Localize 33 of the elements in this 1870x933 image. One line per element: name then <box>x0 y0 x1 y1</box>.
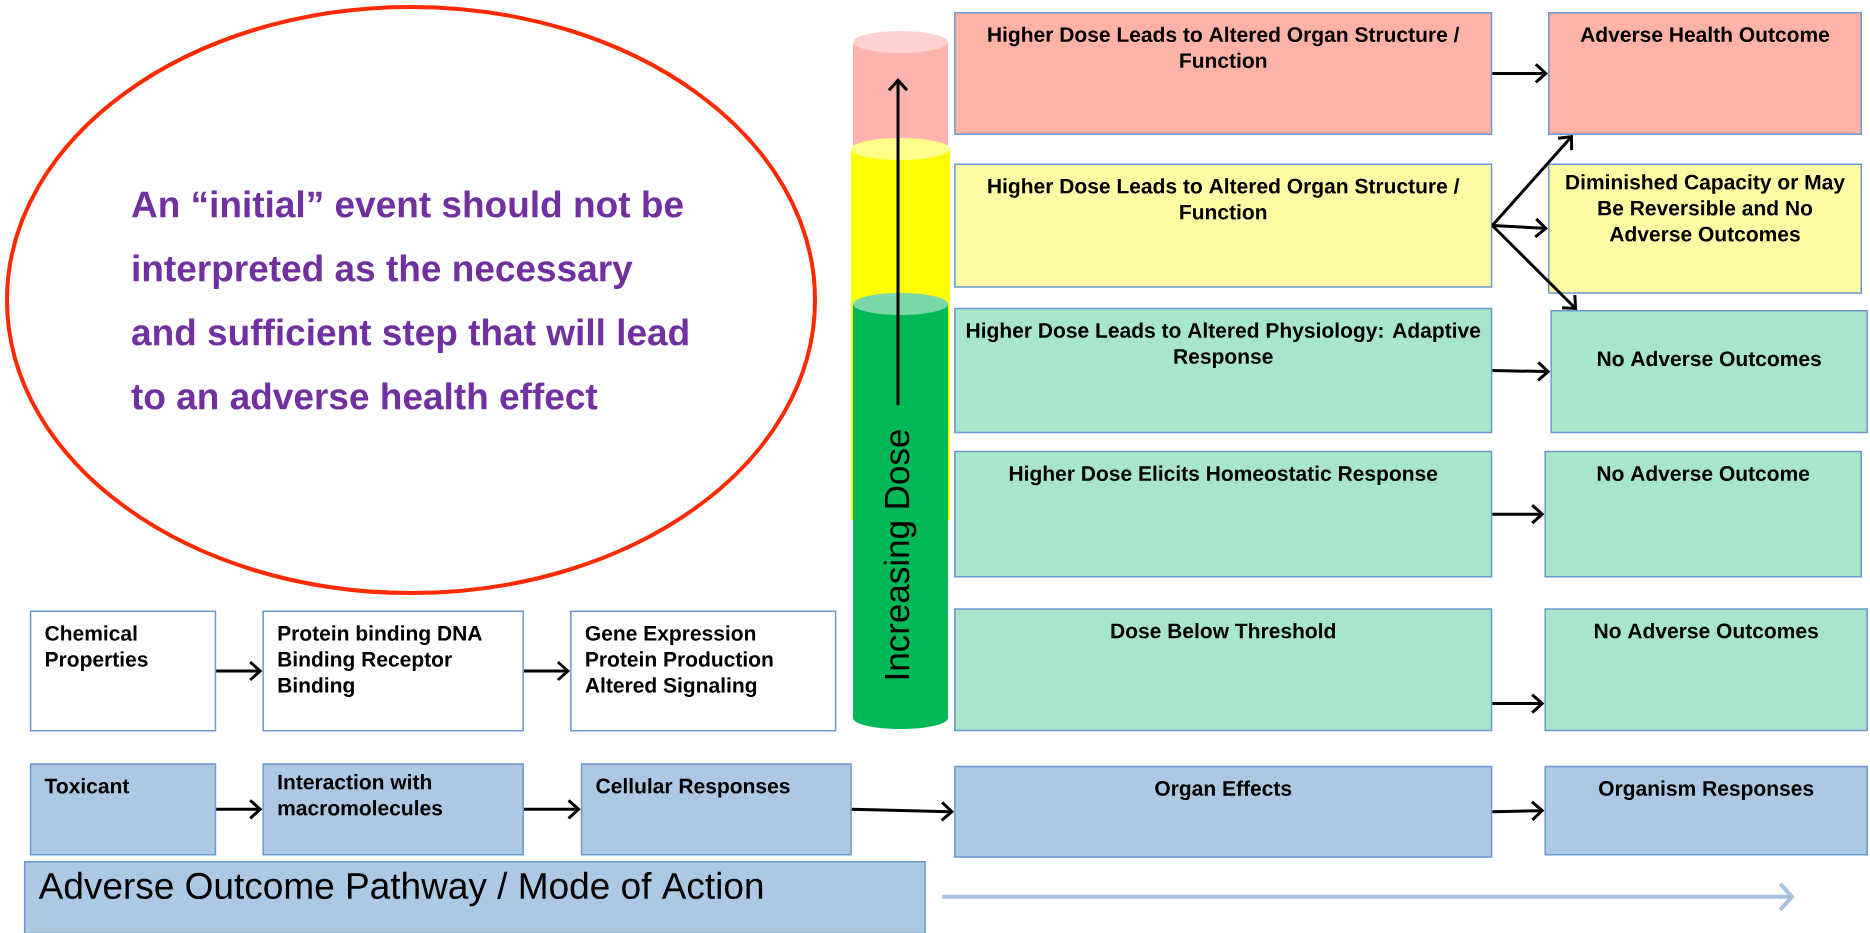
stage-box: Organism Responses <box>1544 765 1868 856</box>
arrow <box>1492 63 1548 84</box>
outcome-box: No Adverse Outcomes <box>1544 608 1868 732</box>
banner-box: Adverse Outcome Pathway / Mode of Action <box>23 861 926 933</box>
outcome-box: No Adverse Outcome <box>1544 450 1862 578</box>
arrow <box>523 799 581 820</box>
arrow <box>1492 504 1545 525</box>
arrow <box>216 660 263 682</box>
arrow <box>1491 224 1578 311</box>
process-box: Higher Dose Leads to Altered Physiology: Adaptive Response <box>954 307 1493 434</box>
process-box: Higher Dose Leads to Altered Organ Structure / Function <box>954 163 1493 288</box>
arrow <box>523 660 571 682</box>
process-box: Protein binding DNA Binding Receptor Binding <box>262 610 524 732</box>
stage-box: Organ Effects <box>954 765 1493 858</box>
arrow <box>1492 693 1545 714</box>
process-box: Dose Below Threshold <box>954 608 1493 732</box>
arrow <box>216 799 263 820</box>
dose-label: Increasing Dose <box>883 430 917 679</box>
process-box: Higher Dose Leads to Altered Organ Structure / Function <box>954 11 1493 135</box>
stage-box: Toxicant <box>29 763 217 856</box>
process-box: Higher Dose Elicits Homeostatic Response <box>954 450 1493 578</box>
process-box: Gene Expression Protein Production Altered Signaling <box>570 610 837 732</box>
outcome-box: Diminished Capacity or May Be Reversible and No Adverse Outcomes <box>1548 163 1862 294</box>
stage-box: Interaction with macromolecules <box>262 763 524 856</box>
arrow <box>1492 217 1549 239</box>
stage-box: Cellular Responses <box>580 763 852 856</box>
arrow <box>1491 135 1574 227</box>
arrow <box>1492 361 1551 382</box>
outcome-box: No Adverse Outcomes <box>1550 310 1868 434</box>
arrow <box>1492 800 1545 821</box>
process-box: Chemical Properties <box>29 610 217 732</box>
outcome-box: Adverse Health Outcome <box>1548 11 1862 135</box>
arrow <box>851 801 955 822</box>
